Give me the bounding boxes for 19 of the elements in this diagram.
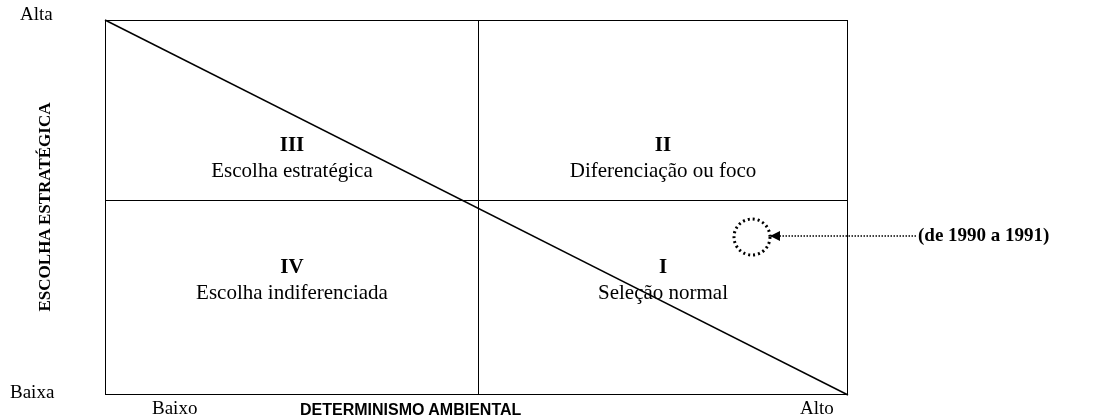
axis-label: Alta <box>20 4 53 24</box>
quadrant-title: Escolha indiferenciada <box>196 279 388 305</box>
axis-title: ESCOLHA ESTRATÉGICA <box>35 101 55 314</box>
arrow <box>770 231 917 241</box>
roman-numeral: III <box>279 131 305 157</box>
axis-label: Baixa <box>10 382 55 402</box>
roman-numeral: IV <box>280 253 304 279</box>
quadrant-panel <box>105 200 479 395</box>
quadrant-panel <box>478 200 848 395</box>
roman-numeral: II <box>654 131 672 157</box>
roman-numeral: I <box>658 253 668 279</box>
quadrant-panel <box>478 20 848 201</box>
axis-title: DETERMINISMO AMBIENTAL <box>300 400 522 418</box>
quadrant-title: Escolha estratégica <box>211 157 373 183</box>
axis-label: Alto <box>800 398 834 418</box>
axis-label: Baixo <box>152 398 198 418</box>
annotation-text: (de 1990 a 1991) <box>918 224 1050 245</box>
quadrant-panel <box>105 20 479 201</box>
quadrant-title: Diferenciação ou foco <box>569 157 757 183</box>
